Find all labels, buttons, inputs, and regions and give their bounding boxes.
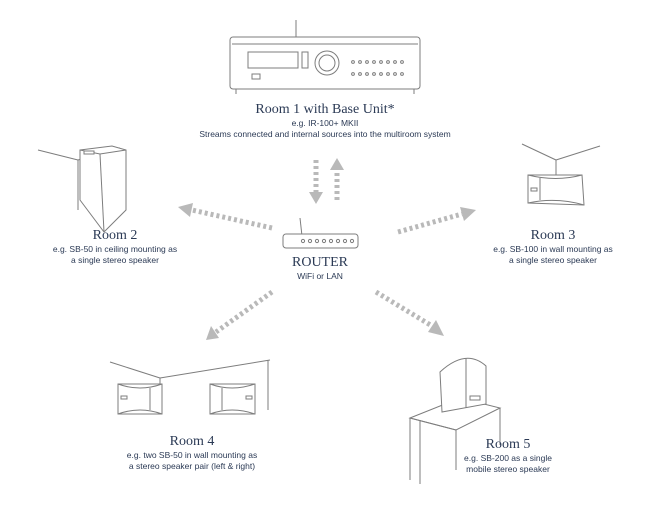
room5-line1: e.g. SB-200 as a single — [464, 453, 552, 463]
room3-label: Room 3 e.g. SB-100 in wall mounting as a… — [473, 227, 633, 266]
arrow-base-to-router — [309, 160, 323, 204]
router-icon — [282, 217, 359, 249]
room5-label: Room 5 e.g. SB-200 as a single mobile st… — [438, 436, 578, 475]
room2-line1: e.g. SB-50 in ceiling mounting as — [52, 244, 178, 254]
room4-line2: a stereo speaker pair (left & right) — [128, 461, 256, 471]
base-unit-title: Room 1 with Base Unit* — [255, 102, 395, 117]
room4-wall-speakers-icon — [109, 359, 271, 415]
room5-table-speaker-icon — [408, 357, 502, 484]
room3-line1: e.g. SB-100 in wall mounting as — [493, 244, 613, 254]
room3-line2: a single stereo speaker — [509, 255, 597, 265]
room4-title: Room 4 — [169, 434, 215, 449]
room2-line2: a single stereo speaker — [71, 255, 159, 265]
room4-line1: e.g. two SB-50 in wall mounting as — [126, 450, 258, 460]
room5-title: Room 5 — [485, 437, 531, 452]
arrow-to-room2 — [178, 203, 273, 231]
base-unit-model: e.g. IR-100+ MKII — [291, 118, 359, 128]
arrow-to-room3 — [397, 207, 476, 235]
arrow-to-room5 — [374, 289, 444, 336]
room5-line2: mobile stereo speaker — [466, 464, 550, 474]
base-unit-receiver-icon — [229, 20, 421, 94]
room4-label: Room 4 e.g. two SB-50 in wall mounting a… — [107, 433, 277, 472]
router-label: ROUTER WiFi or LAN — [270, 254, 370, 282]
room2-label: Room 2 e.g. SB-50 in ceiling mounting as… — [40, 227, 190, 266]
base-unit-label: Room 1 with Base Unit* e.g. IR-100+ MKII… — [125, 101, 525, 140]
base-unit-description: Streams connected and internal sources i… — [199, 129, 451, 139]
room2-ceiling-speaker-icon — [37, 145, 127, 233]
arrow-router-to-base — [330, 158, 344, 200]
router-title: ROUTER — [292, 255, 348, 270]
room3-wall-speaker-icon — [521, 143, 601, 206]
room2-title: Room 2 — [92, 228, 138, 243]
arrow-to-room4 — [206, 289, 274, 340]
room3-title: Room 3 — [530, 228, 576, 243]
router-connection: WiFi or LAN — [297, 271, 343, 281]
